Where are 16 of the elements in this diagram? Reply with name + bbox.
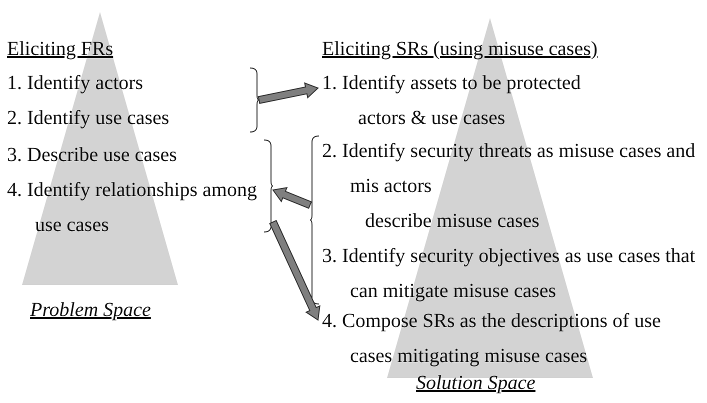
step-text: 2. Identify use cases (7, 106, 170, 131)
step-text: 4. Compose SRs as the descriptions of use cases mitigating misuse cases (322, 309, 662, 369)
step-text: 3. Identify security objectives as use cases that can mitigate misuse cases (322, 244, 696, 304)
heading-text: Eliciting FRs (7, 37, 114, 62)
step-text: actors & use cases (357, 106, 506, 131)
heading-text: Solution Space (416, 371, 536, 396)
block-arrow (272, 186, 312, 209)
step-text: 3. Describe use cases (7, 143, 178, 168)
heading-text: Problem Space (30, 298, 151, 323)
heading-text: Eliciting SRs (using misuse cases) (322, 37, 598, 62)
step-text: 1. Identify actors (7, 71, 144, 96)
step-text: describe misuse cases (364, 209, 540, 234)
step-text: 4. Identify relationships among use cases (7, 178, 257, 238)
block-arrow (269, 220, 320, 321)
step-text: 1. Identify assets to be protected (322, 71, 582, 96)
block-arrow (258, 82, 319, 104)
